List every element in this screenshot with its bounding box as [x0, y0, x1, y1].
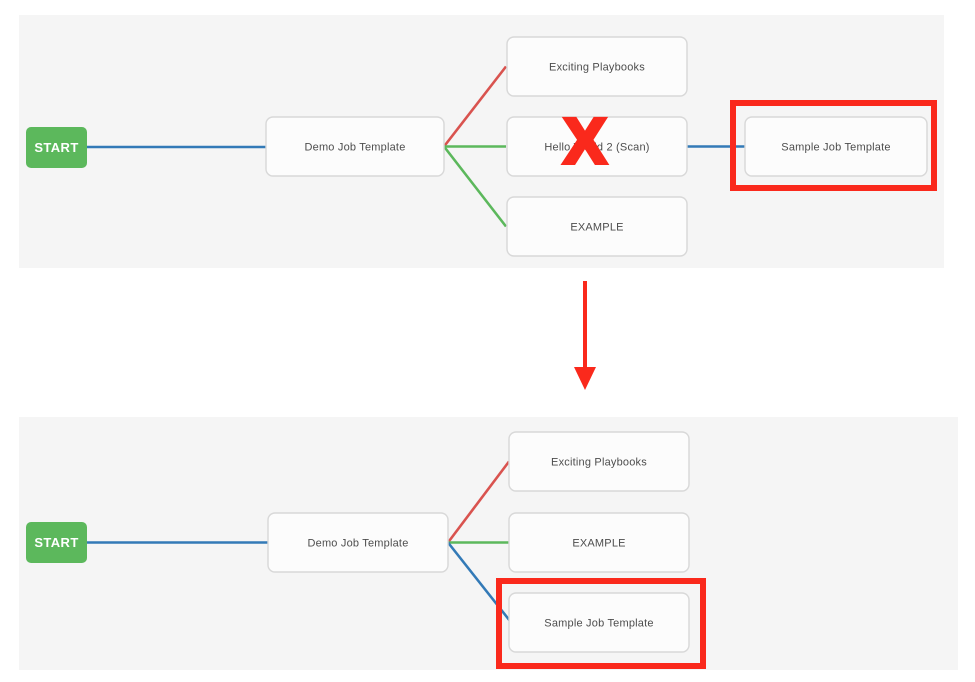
- node-demo-job-template-label: Demo Job Template: [307, 538, 408, 550]
- start-button-label: START: [34, 140, 78, 155]
- edge-demo-to-example: [442, 145, 508, 228]
- start-button[interactable]: [26, 522, 87, 563]
- node-exciting-playbooks-box[interactable]: [506, 36, 688, 97]
- red-highlight-box: [496, 578, 706, 669]
- edge-demo-to-exciting-playbooks: [442, 65, 508, 148]
- node-hello-world-2-scan-box[interactable]: [506, 116, 688, 177]
- node-hello-world-2-scan: Hello World 2 (Scan): [506, 116, 688, 177]
- node-demo-job-template-label: Demo Job Template: [304, 142, 405, 154]
- start-button[interactable]: [26, 127, 87, 168]
- start-button-label: START: [34, 535, 78, 550]
- start-node: START: [26, 522, 87, 563]
- edge-demo-to-exciting-playbooks: [446, 460, 511, 544]
- red-highlight-box: [730, 100, 937, 191]
- node-hello-world-2-scan-label: Hello World 2 (Scan): [544, 142, 649, 154]
- node-exciting-playbooks-label: Exciting Playbooks: [551, 457, 647, 469]
- node-demo-job-template-box[interactable]: [267, 512, 449, 573]
- node-example: EXAMPLE: [506, 196, 688, 257]
- node-demo-job-template-box[interactable]: [265, 116, 445, 177]
- node-example-label: EXAMPLE: [572, 538, 625, 550]
- node-sample-job-template-label: Sample Job Template: [544, 618, 653, 630]
- node-demo-job-template: Demo Job Template: [267, 512, 449, 573]
- node-exciting-playbooks-label: Exciting Playbooks: [549, 62, 645, 74]
- node-sample-job-template-box[interactable]: [508, 592, 690, 653]
- node-example-box[interactable]: [508, 512, 690, 573]
- node-sample-job-template: Sample Job Template: [744, 116, 928, 177]
- node-exciting-playbooks: Exciting Playbooks: [506, 36, 688, 97]
- node-exciting-playbooks: Exciting Playbooks: [508, 431, 690, 492]
- node-sample-job-template-box[interactable]: [744, 116, 928, 177]
- transition-arrow-head: [574, 367, 596, 390]
- node-sample-job-template-label: Sample Job Template: [781, 142, 890, 154]
- node-demo-job-template: Demo Job Template: [265, 116, 445, 177]
- workflow-after-panel: START Demo Job Template Exciting Playboo…: [19, 417, 958, 670]
- node-sample-job-template: Sample Job Template: [508, 592, 690, 653]
- node-example: EXAMPLE: [508, 512, 690, 573]
- transition-arrow: [574, 281, 596, 390]
- x-mark-annotation: X: [564, 105, 607, 177]
- node-example-box[interactable]: [506, 196, 688, 257]
- workflow-before-panel: START Demo Job Template Exciting Playboo…: [19, 15, 944, 268]
- node-exciting-playbooks-box[interactable]: [508, 431, 690, 492]
- node-example-label: EXAMPLE: [570, 222, 623, 234]
- start-node: START: [26, 127, 87, 168]
